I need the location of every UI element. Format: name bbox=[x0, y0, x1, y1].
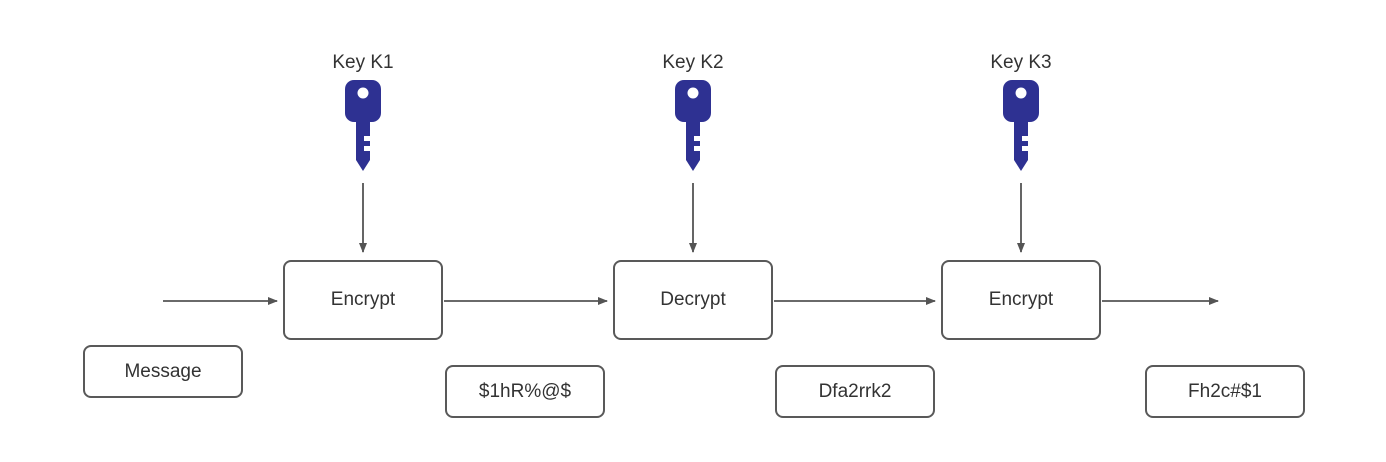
stage-box-encrypt-2: Encrypt bbox=[941, 260, 1101, 340]
data-label: Fh2c#$1 bbox=[1188, 380, 1262, 402]
data-label: Message bbox=[124, 360, 202, 382]
key-group-k3: Key K3 bbox=[961, 52, 1081, 174]
stage-label: Encrypt bbox=[988, 289, 1054, 310]
data-box-ciphertext-3: Fh2c#$1 bbox=[1145, 365, 1305, 418]
stage-label: Encrypt bbox=[330, 289, 396, 310]
data-box-ciphertext-2: Dfa2rrk2 bbox=[775, 365, 935, 418]
data-label: Dfa2rrk2 bbox=[818, 380, 892, 402]
key-group-k2: Key K2 bbox=[633, 52, 753, 174]
key-k2-label: Key K2 bbox=[662, 52, 724, 73]
stage-box-encrypt-1: Encrypt bbox=[283, 260, 443, 340]
key-k1-label: Key K1 bbox=[332, 52, 394, 73]
key-icon bbox=[1003, 80, 1039, 171]
key-group-k1: Key K1 bbox=[303, 52, 423, 174]
data-label: $1hR%@$ bbox=[478, 380, 572, 402]
data-box-message: Message bbox=[83, 345, 243, 398]
key-icon bbox=[345, 80, 381, 171]
stage-label: Decrypt bbox=[660, 289, 726, 310]
stage-box-decrypt: Decrypt bbox=[613, 260, 773, 340]
key-k3-label: Key K3 bbox=[990, 52, 1052, 73]
key-icon bbox=[675, 80, 711, 171]
data-box-ciphertext-1: $1hR%@$ bbox=[445, 365, 605, 418]
